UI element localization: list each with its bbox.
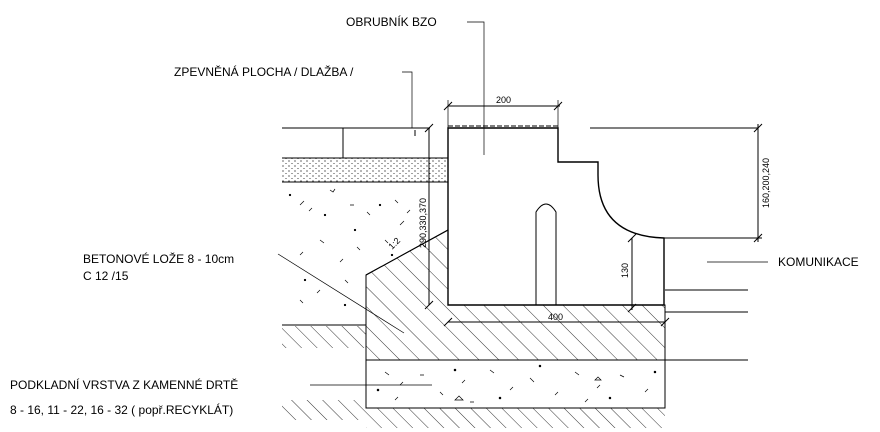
concrete-bed-label: BETONOVÉ LOŽE 8 - 10cm [83,251,234,266]
leader-concrete-bed [277,253,405,334]
curb-label: OBRUBNÍK BZO [346,14,437,29]
dim-tick [553,101,563,111]
concrete-bed-class-label: C 12 /15 [83,269,129,283]
dim-base-width: 400 [548,312,563,322]
dim-tick [443,317,453,327]
dim-curb-height: 290,330,370 [418,198,428,248]
leader-curb [467,21,485,155]
dim-tick [753,233,763,243]
paving-gravel-layer [282,158,448,182]
subbase-layer [365,359,666,409]
dim-lower-height: 130 [620,263,630,278]
curb-slot [535,203,557,305]
dim-tick [443,101,453,111]
dim-tick [627,233,637,243]
subbase-gravel-marks [376,364,657,403]
dim-tick [627,303,637,313]
ground-hatch-bottom [366,408,665,428]
concrete-bed [365,229,666,361]
dim-tick [424,300,434,310]
existing-ground-hatch [282,326,366,348]
dim-reveal-height: 160,200,240 [761,158,771,208]
dim-tick [660,317,670,327]
concrete-bed-slope [365,229,449,276]
leader-paving [402,71,413,128]
slope-label: 1:2 [386,235,402,251]
paving-label: ZPEVNĚNÁ PLOCHA / DLAŽBA / [174,64,354,79]
dim-tick [424,123,434,133]
road-label: KOMUNIKACE [778,255,859,269]
curb-stone [447,127,665,306]
ground-hatch-lower-left [282,400,366,420]
subbase-label: PODKLADNÍ VRSTVA Z KAMENNÉ DRTĚ [10,377,238,392]
soil-marks-left [288,188,411,307]
dim-tick [753,123,763,133]
dim-top-width: 200 [496,95,511,105]
subbase-fraction-label: 8 - 16, 11 - 22, 16 - 32 ( popř.RECYKLÁT… [10,402,233,417]
